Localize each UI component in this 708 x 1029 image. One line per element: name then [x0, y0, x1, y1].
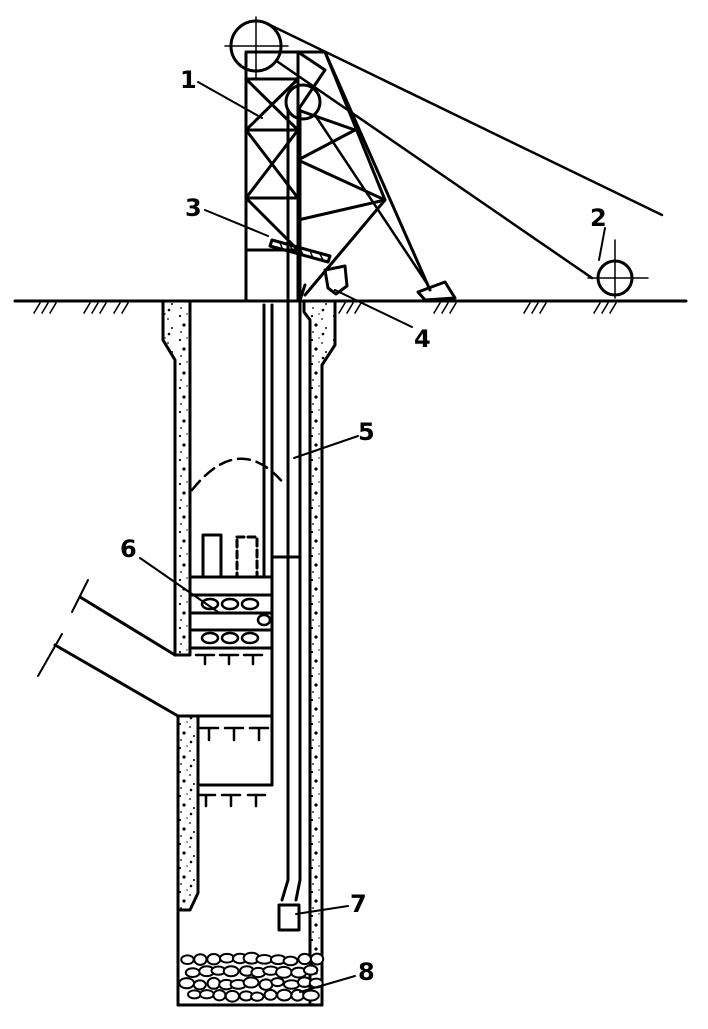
rock [178, 977, 196, 990]
rock [302, 989, 320, 1002]
tipping-device [323, 264, 349, 296]
rock [297, 952, 312, 966]
leader-lines [139, 81, 606, 993]
rock [192, 979, 207, 991]
label-6: 6 [120, 535, 137, 563]
rock [258, 978, 274, 991]
shaft-column [196, 303, 274, 787]
label-4: 4 [414, 325, 431, 353]
muck-pile [178, 951, 325, 1003]
label-8: 8 [358, 958, 375, 986]
dome-outline [190, 457, 287, 492]
rock [193, 953, 208, 966]
rock [224, 989, 241, 1003]
working-platform [188, 533, 274, 666]
hoist-drum [416, 280, 457, 302]
rock [206, 953, 222, 966]
rock [303, 964, 319, 976]
rock [263, 989, 278, 1001]
rock [199, 989, 215, 1000]
sinking-bucket [277, 903, 301, 932]
rock [276, 988, 293, 1002]
label-3: 3 [185, 194, 202, 222]
rock [180, 954, 195, 966]
rock [275, 965, 293, 979]
label-2: 2 [590, 204, 607, 232]
shaft-lining [161, 299, 337, 1007]
second-sheave [284, 83, 322, 121]
rock [309, 952, 325, 966]
winch [587, 239, 649, 299]
rock [250, 991, 265, 1002]
rock [212, 989, 227, 1002]
rock [222, 965, 240, 978]
hoist-pipe [270, 108, 302, 902]
hoist-ropes [268, 23, 664, 287]
rock [282, 955, 299, 967]
rock [187, 989, 202, 1000]
lower-platform [196, 714, 274, 808]
rock [218, 952, 235, 964]
rock [184, 967, 201, 979]
rock [206, 976, 221, 990]
label-5: 5 [358, 418, 375, 446]
rock [242, 976, 260, 989]
ground-surface [13, 299, 688, 314]
rock [255, 954, 274, 965]
label-7: 7 [350, 890, 367, 918]
rock [270, 977, 285, 988]
side-drift [37, 579, 180, 718]
label-1: 1 [180, 66, 197, 94]
